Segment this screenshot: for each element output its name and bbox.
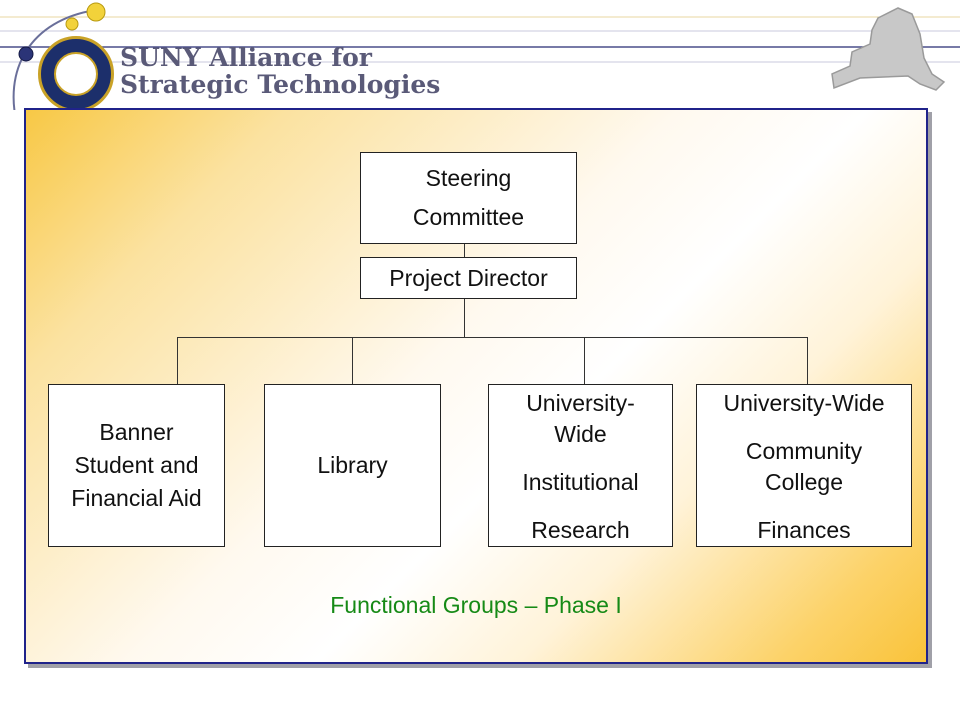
group-finances-line-2: Community — [745, 438, 863, 464]
project-director-label: Project Director — [389, 264, 548, 291]
connector-drop-library — [352, 337, 353, 385]
connector-drop-banner — [177, 337, 178, 385]
seal-center — [54, 52, 98, 96]
group-research-line-2: Wide — [554, 421, 607, 447]
diagram-caption: Functional Groups – Phase I — [330, 592, 622, 618]
group-finances-line-3: College — [765, 469, 843, 495]
group-research-line-3: Institutional — [522, 469, 639, 495]
group-library-line-1: Library — [317, 452, 388, 478]
brand-line-2: Strategic Technologies — [120, 70, 441, 99]
group-finances-line-4: Finances — [757, 517, 851, 543]
group-research-line-1: University- — [526, 390, 635, 416]
suny-seal-icon — [38, 36, 114, 112]
connector-drop-research — [584, 337, 585, 385]
connector-drop-finances — [807, 337, 808, 385]
project-director-box: Project Director — [360, 257, 577, 299]
header-decoration — [0, 2, 960, 110]
group-banner-line-1: Banner — [99, 419, 174, 445]
group-banner-box: Banner Student and Financial Aid — [48, 384, 225, 547]
new-york-state-map-icon — [831, 7, 946, 91]
group-library-box: Library — [264, 384, 441, 547]
group-banner-line-3: Financial Aid — [71, 485, 202, 511]
connector-steering-director — [464, 243, 465, 258]
connector-director-trunk — [464, 298, 465, 337]
steering-line-1: Steering — [425, 165, 512, 191]
brand-title: SUNY Alliance for Strategic Technologies — [120, 44, 440, 98]
group-research-line-4: Research — [531, 517, 630, 543]
group-research-box: University- Wide Institutional Research — [488, 384, 673, 547]
group-finances-box: University-Wide Community College Financ… — [696, 384, 912, 547]
steering-line-2: Committee — [412, 204, 525, 230]
group-finances-line-1: University-Wide — [723, 390, 885, 416]
brand-line-1: SUNY Alliance for — [120, 43, 372, 72]
connector-horizontal — [177, 337, 808, 338]
group-banner-line-2: Student and — [74, 452, 199, 478]
steering-committee-box: Steering Committee — [360, 152, 577, 244]
